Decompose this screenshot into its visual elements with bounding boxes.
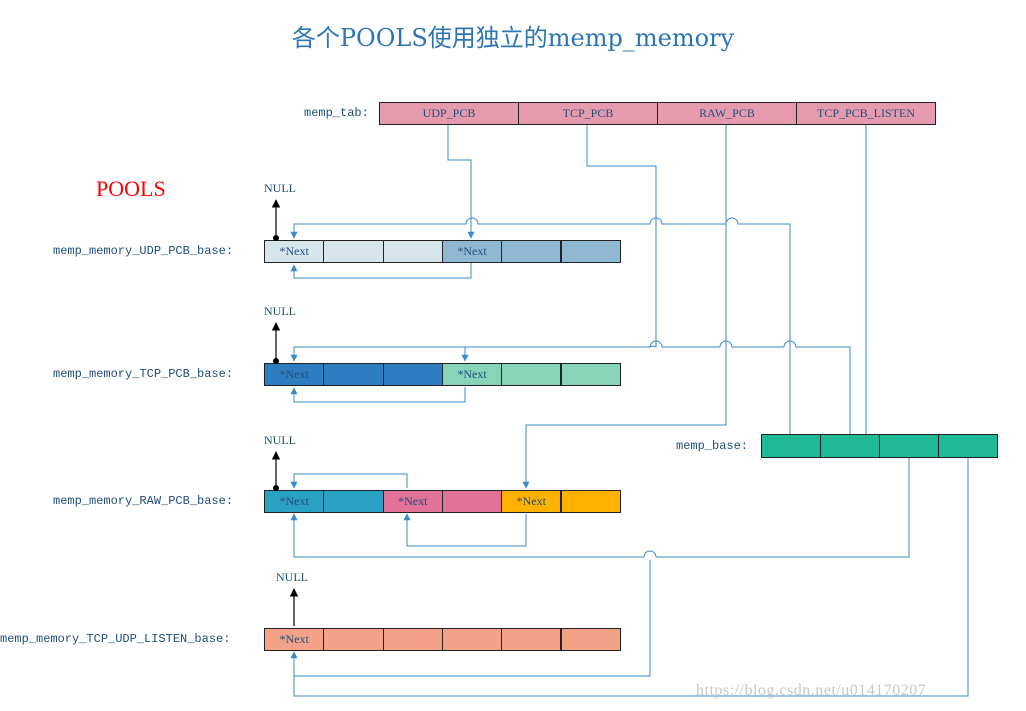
- pool-udp-pcb-cell-5: [560, 240, 621, 263]
- pool-tcp-pcb-cell-3: *Next: [441, 363, 503, 386]
- link-base-raw: [290, 458, 910, 558]
- link-listen-drop: [294, 560, 651, 677]
- pool-tcp-udp-listen-cell-0: *Next: [264, 628, 325, 651]
- next-pointer-label: *Next: [516, 494, 546, 508]
- link-base-tcp: [290, 340, 851, 434]
- memp-tab-cell-tcp-pcb: TCP_PCB: [518, 102, 658, 125]
- page-title: 各个POOLS使用独立的memp_memory: [291, 24, 735, 52]
- pool-label-udp-pcb: memp_memory_UDP_PCB_base:: [53, 244, 234, 258]
- link-udp-internal: [290, 263, 472, 279]
- pool-udp-pcb-cell-0: *Next: [264, 240, 325, 263]
- pool-tcp-pcb-cell-0: *Next: [264, 363, 325, 386]
- pool-raw-pcb-cell-0: *Next: [264, 490, 325, 513]
- next-pointer-label: *Next: [279, 367, 309, 381]
- pool-tcp-udp-listen-cell-5: [560, 628, 621, 651]
- memp-tab-cell-tcp-pcb-listen: TCP_PCB_LISTEN: [796, 102, 936, 125]
- memp-base-cell-3: [938, 434, 998, 458]
- memp-tab-cell-raw-pcb: RAW_PCB: [657, 102, 797, 125]
- next-pointer-label: *Next: [398, 494, 428, 508]
- memp-base-cell-2: [879, 434, 939, 458]
- link-raw-internal-b: [403, 513, 527, 547]
- link-tcp-internal: [290, 387, 466, 403]
- link-tab-tcp: [461, 125, 657, 362]
- link-tab-udp: [447, 125, 475, 239]
- pool-tcp-pcb-cell-5: [560, 363, 621, 386]
- null-label-raw: NULL: [264, 433, 296, 447]
- next-pointer-label: *Next: [457, 367, 487, 381]
- null-dot-raw: [273, 485, 279, 491]
- memp-base-cell-1: [820, 434, 880, 458]
- link-base-listen: [290, 458, 969, 697]
- pool-raw-pcb-cell-4: *Next: [501, 490, 562, 513]
- memp-tab-cell-udp-pcb: UDP_PCB: [379, 102, 519, 125]
- pool-label-tcp-udp-listen: memp_memory_TCP_UDP_LISTEN_base:: [0, 632, 231, 646]
- next-pointer-label: *Next: [457, 244, 487, 258]
- memp-tab-label: memp_tab:: [304, 106, 369, 120]
- pool-raw-pcb-cell-5: [560, 490, 621, 513]
- pool-udp-pcb-cell-3: *Next: [441, 240, 503, 263]
- link-tab-raw: [522, 125, 727, 489]
- next-pointer-label: *Next: [279, 494, 309, 508]
- null-label-tcp: NULL: [264, 304, 296, 318]
- pool-label-raw-pcb: memp_memory_RAW_PCB_base:: [53, 494, 234, 508]
- null-dot-udp: [273, 235, 279, 241]
- next-pointer-label: *Next: [279, 632, 309, 646]
- pool-label-tcp-pcb: memp_memory_TCP_PCB_base:: [53, 367, 234, 381]
- null-dot-tcp: [273, 358, 279, 364]
- null-label-listen: NULL: [276, 570, 308, 584]
- link-raw-internal-a: [290, 473, 408, 489]
- pools-heading: POOLS: [96, 176, 166, 201]
- next-pointer-label: *Next: [279, 244, 309, 258]
- null-label-udp: NULL: [264, 181, 296, 195]
- memp-base-label: memp_base:: [676, 439, 749, 453]
- pool-raw-pcb-cell-2: *Next: [382, 490, 443, 513]
- watermark: https://blog.csdn.net/u014170207: [696, 682, 927, 699]
- memp-base-cell-0: [761, 434, 821, 458]
